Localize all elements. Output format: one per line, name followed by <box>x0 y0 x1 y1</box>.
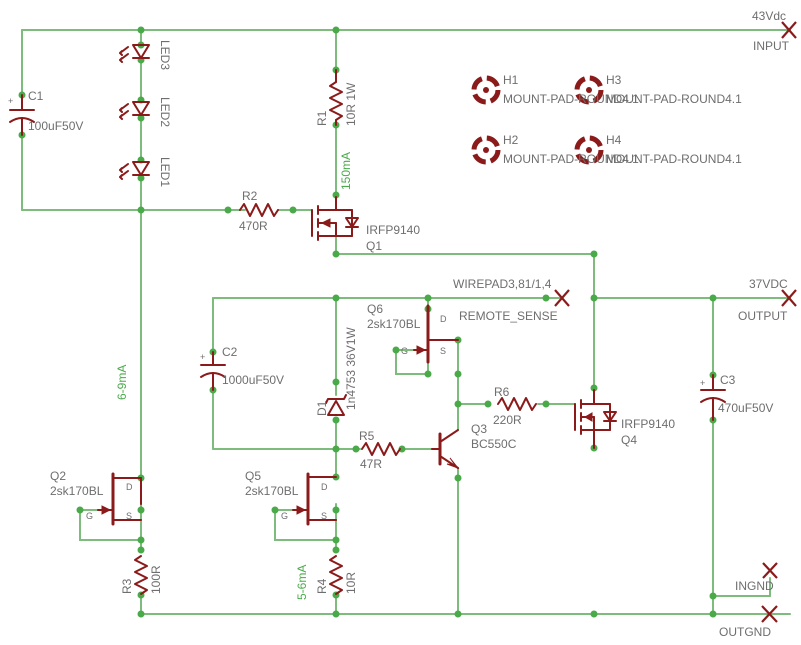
led1-icon[interactable] <box>119 161 150 180</box>
r1-ref: R1 <box>315 110 329 126</box>
q3-bjt-icon[interactable] <box>431 429 460 470</box>
output-terminal-icon[interactable] <box>781 289 797 307</box>
r5-resistor-icon[interactable] <box>361 442 401 456</box>
remote-name-label: REMOTE_SENSE <box>459 309 558 323</box>
c3-value: 470uF50V <box>718 401 773 415</box>
led2-icon[interactable] <box>119 101 150 120</box>
q3-ref: Q3 <box>471 422 487 436</box>
h1-mount-pad-icon[interactable] <box>471 75 501 105</box>
c1-ref: C1 <box>28 89 44 103</box>
q6-ref: Q6 <box>367 302 383 316</box>
led-chain-current-label: 6-9mA <box>115 365 129 400</box>
r6-value: 220R <box>493 413 522 427</box>
c2-ref: C2 <box>222 345 238 359</box>
q3-value: BC550C <box>471 437 517 451</box>
q6-jfet-icon[interactable] <box>413 304 459 364</box>
c2-value: 1000uF50V <box>222 373 284 387</box>
q5-source-pin: S <box>321 511 327 521</box>
r6-ref: R6 <box>494 385 510 399</box>
q2-source-pin: S <box>126 511 132 521</box>
r2-ref: R2 <box>242 189 258 203</box>
d1-ref: D1 <box>315 400 329 416</box>
h3-ref: H3 <box>606 73 622 87</box>
c1-capacitor-icon[interactable]: + <box>8 94 35 136</box>
svg-text:+: + <box>200 352 205 362</box>
remote-sense-terminal-icon[interactable] <box>554 289 570 307</box>
led1-ref: LED1 <box>158 157 172 187</box>
c1-value: 100uF50V <box>28 119 83 133</box>
q1-value: IRFP9140 <box>366 223 420 237</box>
ingnd-label: INGND <box>735 579 774 593</box>
q4-ref: Q4 <box>621 433 637 447</box>
svg-text:+: + <box>8 96 13 106</box>
q1-ref: Q1 <box>366 239 382 253</box>
outgnd-terminal-icon[interactable] <box>761 605 778 623</box>
r3-resistor-icon[interactable] <box>134 555 148 595</box>
q4-mosfet-icon[interactable] <box>574 389 617 449</box>
q2-drain-pin: D <box>126 482 133 492</box>
r2-value: 470R <box>239 219 268 233</box>
r3-value: 100R <box>149 565 163 594</box>
ingnd-terminal-icon[interactable] <box>762 562 778 597</box>
r3-ref: R3 <box>120 578 134 594</box>
remote-value-label: WIREPAD3,81/1,4 <box>453 277 552 291</box>
r1-resistor-icon[interactable] <box>329 81 343 121</box>
h4-ref: H4 <box>606 133 622 147</box>
q5-value: 2sk170BL <box>245 484 299 498</box>
r5-value: 47R <box>360 457 382 471</box>
q5-ref: Q5 <box>245 469 261 483</box>
q5-jfet-icon[interactable] <box>292 472 337 526</box>
output-value-label: 37VDC <box>749 277 788 291</box>
input-terminal-icon[interactable] <box>781 21 797 39</box>
h1-ref: H1 <box>503 73 519 87</box>
r4-ref: R4 <box>315 578 329 594</box>
h4-value: MOUNT-PAD-ROUND4.1 <box>606 152 742 166</box>
q1-current-label: 150mA <box>339 152 353 190</box>
r6-resistor-icon[interactable] <box>497 397 537 411</box>
c2-capacitor-icon[interactable]: + <box>200 351 226 391</box>
led2-ref: LED2 <box>158 97 172 127</box>
led3-ref: LED3 <box>158 40 172 70</box>
c3-ref: C3 <box>720 373 736 387</box>
c3-capacitor-icon[interactable]: + <box>700 374 726 421</box>
outgnd-label: OUTGND <box>719 625 771 639</box>
q2-gate-pin: G <box>86 511 93 521</box>
q6-gate-pin: G <box>401 346 408 356</box>
input-name-label: INPUT <box>753 39 790 53</box>
h2-mount-pad-icon[interactable] <box>471 135 501 165</box>
d1-zener-icon[interactable] <box>325 394 347 416</box>
r2-resistor-icon[interactable] <box>239 203 279 217</box>
q2-jfet-icon[interactable] <box>97 472 142 526</box>
d1-value: 1n4753 36V1W <box>344 327 358 410</box>
q5-chain-current-label: 5-6mA <box>295 565 309 600</box>
r1-value: 10R 1W <box>344 82 358 126</box>
q1-mosfet-icon[interactable] <box>311 196 359 241</box>
labels: 43Vdc INPUT 37VDC OUTPUT WIREPAD3,81/1,4… <box>28 9 790 639</box>
h1-value: MOUNT-PAD-ROUND4.1 <box>503 92 639 106</box>
q5-gate-pin: G <box>281 511 288 521</box>
r4-value: 10R <box>344 572 358 594</box>
h4-mount-pad-icon[interactable] <box>574 135 604 165</box>
h2-value: MOUNT-PAD-ROUND4.1 <box>503 152 639 166</box>
led3-icon[interactable] <box>119 44 150 63</box>
h3-value: MOUNT-PAD-ROUND4.1 <box>606 92 742 106</box>
q5-drain-pin: D <box>321 482 328 492</box>
h3-mount-pad-icon[interactable] <box>574 75 604 105</box>
q6-source-pin: S <box>440 346 446 356</box>
q2-ref: Q2 <box>50 469 66 483</box>
h2-ref: H2 <box>503 133 519 147</box>
q6-value: 2sk170BL <box>367 317 421 331</box>
q2-value: 2sk170BL <box>50 484 104 498</box>
r4-resistor-icon[interactable] <box>329 555 343 595</box>
q6-drain-pin: D <box>440 314 447 324</box>
r5-ref: R5 <box>359 429 375 443</box>
output-name-label: OUTPUT <box>738 309 788 323</box>
input-value-label: 43Vdc <box>752 9 786 23</box>
svg-text:+: + <box>700 378 705 388</box>
q4-value: IRFP9140 <box>621 417 675 431</box>
